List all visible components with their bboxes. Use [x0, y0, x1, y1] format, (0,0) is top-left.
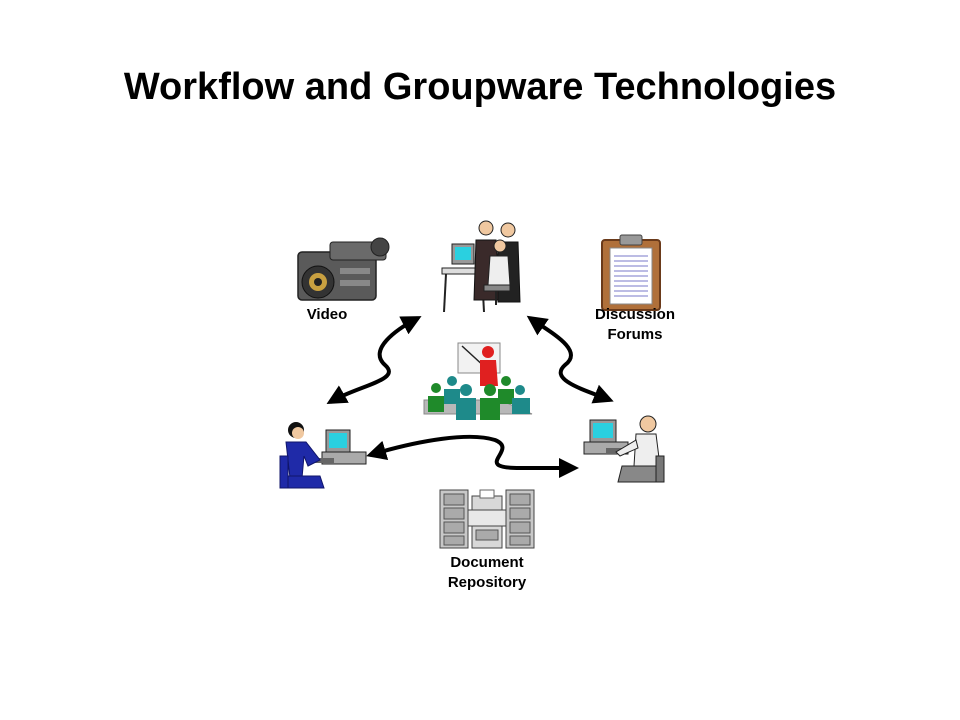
arrow-team-to-man	[526, 315, 614, 404]
video-label: Video	[306, 306, 348, 323]
video-camera-icon	[297, 237, 390, 301]
team-at-computer-icon	[441, 220, 521, 313]
document-label-line1: Document	[450, 554, 524, 571]
discussion-label-line1: Discussion	[594, 306, 676, 323]
document-label-line2: Repository	[447, 574, 527, 591]
discussion-forums-label: Discussion Forums	[580, 305, 690, 345]
clipboard-icon	[601, 234, 661, 311]
woman-at-computer-icon	[279, 422, 367, 489]
discussion-label-line2: Forums	[607, 326, 663, 343]
arrow-team-to-woman	[326, 316, 422, 404]
presentation-meeting-icon	[423, 342, 533, 420]
slide-title: Workflow and Groupware Technologies	[123, 66, 837, 108]
document-repository-label: Document Repository	[432, 553, 542, 593]
arrow-woman-to-man	[366, 434, 579, 478]
file-cabinets-icon	[439, 489, 535, 549]
man-at-computer-icon	[583, 415, 665, 483]
